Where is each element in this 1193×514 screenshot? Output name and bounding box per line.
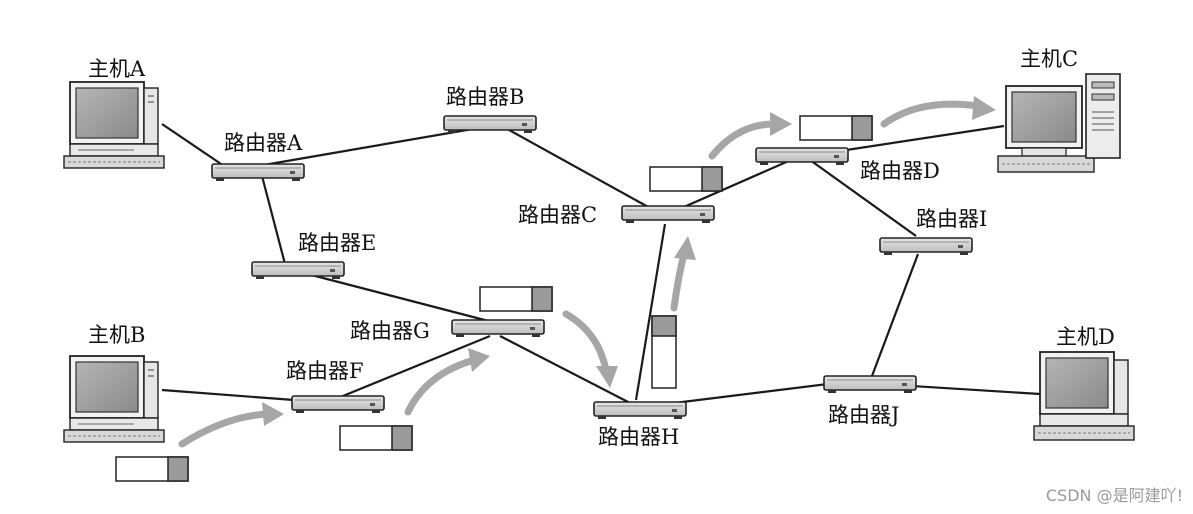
router-f: 路由器F	[286, 359, 385, 414]
flow-arrow-3	[562, 310, 610, 374]
computer-icon	[63, 81, 165, 169]
link-routere-routerg	[299, 270, 501, 326]
host-d: 主机D	[1033, 325, 1135, 441]
router-h-label: 路由器H	[598, 425, 679, 449]
flow-arrow-6	[880, 100, 982, 128]
link-routerg-routerh	[499, 335, 633, 405]
flow-arrow-4	[670, 250, 688, 312]
link-routeri-routerj	[870, 253, 920, 377]
router-icon	[879, 237, 973, 256]
host-a-label: 主机A	[88, 57, 146, 81]
link-routera-routere	[260, 175, 287, 265]
router-i-label: 路由器I	[916, 207, 987, 231]
router-i: 路由器I	[879, 207, 987, 256]
router-icon	[593, 401, 687, 420]
computer-icon	[63, 355, 165, 443]
router-icon	[755, 147, 849, 166]
flow-arrowhead-3	[596, 366, 618, 388]
router-icon	[251, 261, 345, 280]
host-b-label: 主机B	[88, 323, 145, 347]
packet-4-vertical	[651, 315, 677, 389]
link-hosta-routera	[161, 123, 225, 167]
flow-arrowhead-1	[262, 402, 284, 426]
router-a: 路由器A	[211, 131, 305, 182]
router-d: 路由器D	[755, 147, 940, 183]
link-routerg-routerf	[337, 334, 491, 400]
packet-5	[649, 166, 723, 192]
router-j: 路由器J	[823, 375, 917, 427]
flow-arrow-2	[404, 356, 478, 416]
flow-arrowhead-6	[972, 96, 996, 120]
router-e-label: 路由器E	[298, 231, 376, 255]
router-b-label: 路由器B	[446, 85, 524, 109]
router-h: 路由器H	[593, 401, 687, 449]
host-c: 主机C	[997, 47, 1121, 173]
packet-2	[339, 425, 413, 451]
router-g-label: 路由器G	[350, 319, 430, 343]
link-routerd-routeri	[809, 159, 917, 237]
packet-6	[799, 115, 873, 141]
keyboard-icon	[997, 155, 1095, 173]
host-c-label: 主机C	[1020, 47, 1078, 71]
packets	[115, 115, 873, 482]
link-routerc-routerd	[667, 154, 801, 216]
flow-arrowhead-5	[770, 112, 792, 136]
router-c: 路由器C	[518, 203, 715, 227]
packet-1	[115, 456, 189, 482]
host-b: 主机B	[63, 323, 165, 443]
router-b: 路由器B	[443, 85, 537, 134]
router-d-label: 路由器D	[860, 159, 940, 183]
watermark-text: CSDN @是阿建吖!	[1045, 486, 1183, 505]
flow-arrow-1	[178, 410, 272, 448]
packet-flow-arrows	[178, 96, 996, 448]
link-routerb-routerc	[501, 125, 651, 209]
flow-arrowhead-4	[674, 236, 696, 260]
link-routerc-routerh	[634, 223, 667, 401]
router-icon	[621, 205, 715, 224]
router-g: 路由器G	[350, 319, 545, 343]
host-a: 主机A	[63, 57, 165, 169]
router-icon	[443, 115, 537, 134]
router-icon	[291, 395, 385, 414]
router-icon	[823, 375, 917, 394]
router-icon	[451, 319, 545, 338]
router-f-label: 路由器F	[286, 359, 364, 383]
flow-arrow-5	[708, 120, 778, 160]
router-a-label: 路由器A	[224, 131, 303, 155]
link-routerf-hostb	[161, 388, 295, 402]
link-routerd-hostc	[819, 124, 1005, 156]
flow-arrowhead-2	[468, 348, 490, 372]
router-e: 路由器E	[251, 231, 376, 280]
router-icon	[211, 163, 305, 182]
router-c-label: 路由器C	[518, 203, 597, 227]
router-j-label: 路由器J	[828, 403, 899, 427]
packet-3	[479, 286, 553, 312]
host-d-label: 主机D	[1056, 325, 1115, 349]
